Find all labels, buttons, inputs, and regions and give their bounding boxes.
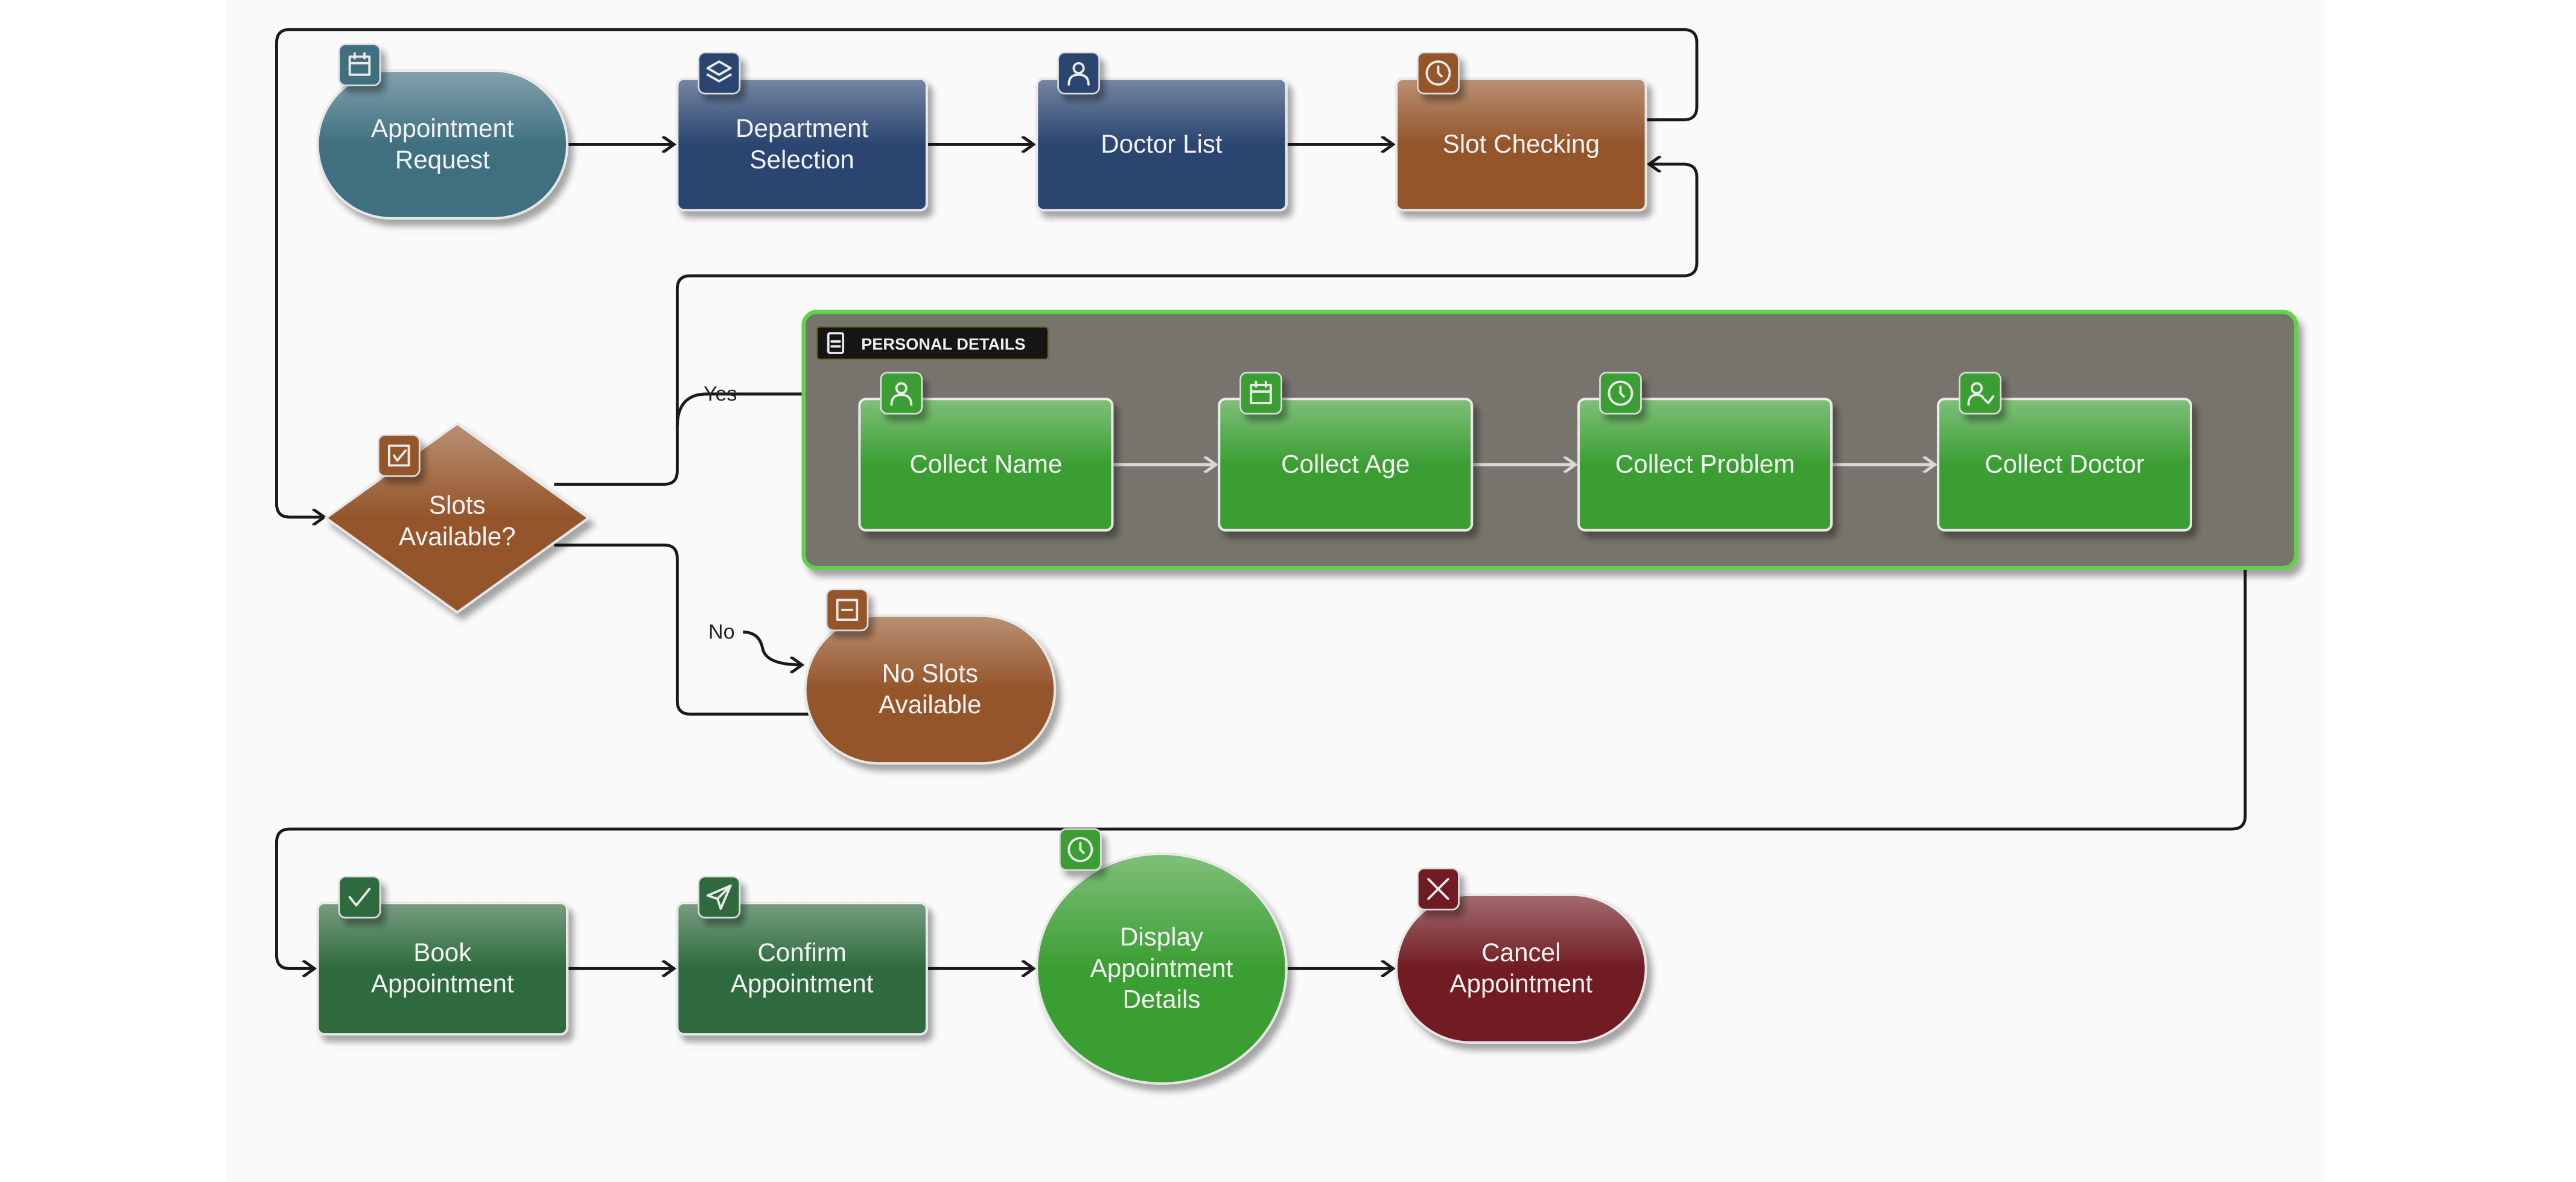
node-gloss	[317, 70, 568, 218]
node-label-line: Department	[736, 114, 869, 142]
edge-decision-to-slot-loop	[554, 164, 1699, 486]
node-label-line: Book	[413, 938, 472, 967]
node-label-line: Appointment	[371, 114, 514, 142]
node-label-line: Available?	[399, 522, 516, 550]
node-gloss	[1938, 399, 2191, 530]
send-icon	[698, 875, 741, 919]
node-label-line: Available	[879, 690, 981, 719]
node-gloss	[677, 78, 927, 211]
node-label-line: Collect Age	[1281, 450, 1410, 478]
checkbox-icon	[377, 434, 421, 477]
node-slot-checking[interactable]: Slot Checking	[1395, 51, 1647, 212]
node-gloss	[1396, 894, 1646, 1043]
node-label-line: Slot Checking	[1443, 130, 1600, 158]
node-label-line: Slots	[429, 491, 486, 520]
node-label-line: Collect Problem	[1615, 450, 1795, 478]
node-collect-doctor[interactable]: Collect Doctor	[1936, 372, 2192, 532]
user-icon	[880, 372, 923, 415]
node-gloss	[1219, 399, 1472, 530]
edge-no-curve	[743, 631, 802, 665]
node-label-line: Appointment	[371, 970, 514, 998]
edge-slot-to-decision	[275, 28, 1699, 517]
node-collect-name[interactable]: Collect Name	[858, 372, 1114, 532]
edge-no-to-no-slots	[554, 543, 809, 716]
group-personal-details: PERSONAL DETAILS	[801, 310, 2298, 570]
edge-label-yes: Yes	[704, 383, 737, 405]
node-gloss	[677, 903, 927, 1035]
node-label: Collect Doctor	[1985, 450, 2145, 478]
node-doctor-list[interactable]: Doctor List	[1035, 51, 1288, 212]
clock-icon	[1058, 828, 1102, 871]
node-label-line: No Slots	[882, 659, 978, 688]
node-gloss	[1579, 399, 1832, 530]
calendar-icon	[338, 43, 381, 86]
node-gloss	[805, 615, 1055, 764]
node-label: Collect Age	[1281, 450, 1410, 478]
calendar-icon	[1239, 372, 1282, 415]
node-label-line: Confirm	[757, 938, 847, 967]
node-gloss	[1037, 853, 1286, 1084]
edge-yes-to-collect-name	[675, 394, 868, 427]
node-label-line: Appointment	[731, 970, 874, 998]
layers-icon	[698, 51, 741, 95]
node-label: Collect Problem	[1615, 450, 1795, 478]
node-label-line: Collect Name	[909, 450, 1062, 478]
node-collect-age[interactable]: Collect Age	[1218, 372, 1474, 532]
clipboard-icon	[827, 332, 845, 354]
node-label-line: Cancel	[1481, 938, 1560, 967]
group-label: PERSONAL DETAILS	[861, 335, 1025, 354]
node-gloss	[317, 903, 568, 1035]
node-gloss	[1396, 78, 1646, 211]
check-icon	[338, 875, 381, 919]
node-gloss	[859, 399, 1113, 530]
archive-icon	[825, 588, 869, 632]
node-label: Slot Checking	[1443, 130, 1600, 158]
clock-icon	[1417, 51, 1460, 95]
node-label-line: Request	[395, 145, 490, 174]
node-label-line: Display	[1120, 923, 1203, 951]
user-icon	[1057, 51, 1100, 95]
node-collect-problem[interactable]: Collect Problem	[1577, 372, 1833, 532]
node-label: Collect Name	[909, 450, 1062, 478]
node-label-line: Selection	[749, 145, 854, 174]
node-label-line: Details	[1123, 985, 1201, 1014]
clock-icon	[1599, 372, 1642, 415]
node-gloss	[1037, 78, 1286, 211]
node-label-line: Appointment	[1090, 954, 1233, 982]
user-check-icon	[1958, 372, 2002, 415]
x-icon	[1417, 867, 1460, 910]
node-label: Doctor List	[1101, 130, 1223, 158]
node-label-line: Doctor List	[1101, 130, 1223, 158]
edge-label-no: No	[708, 620, 734, 643]
node-label-line: Appointment	[1450, 970, 1593, 998]
node-label-line: Collect Doctor	[1985, 450, 2145, 478]
